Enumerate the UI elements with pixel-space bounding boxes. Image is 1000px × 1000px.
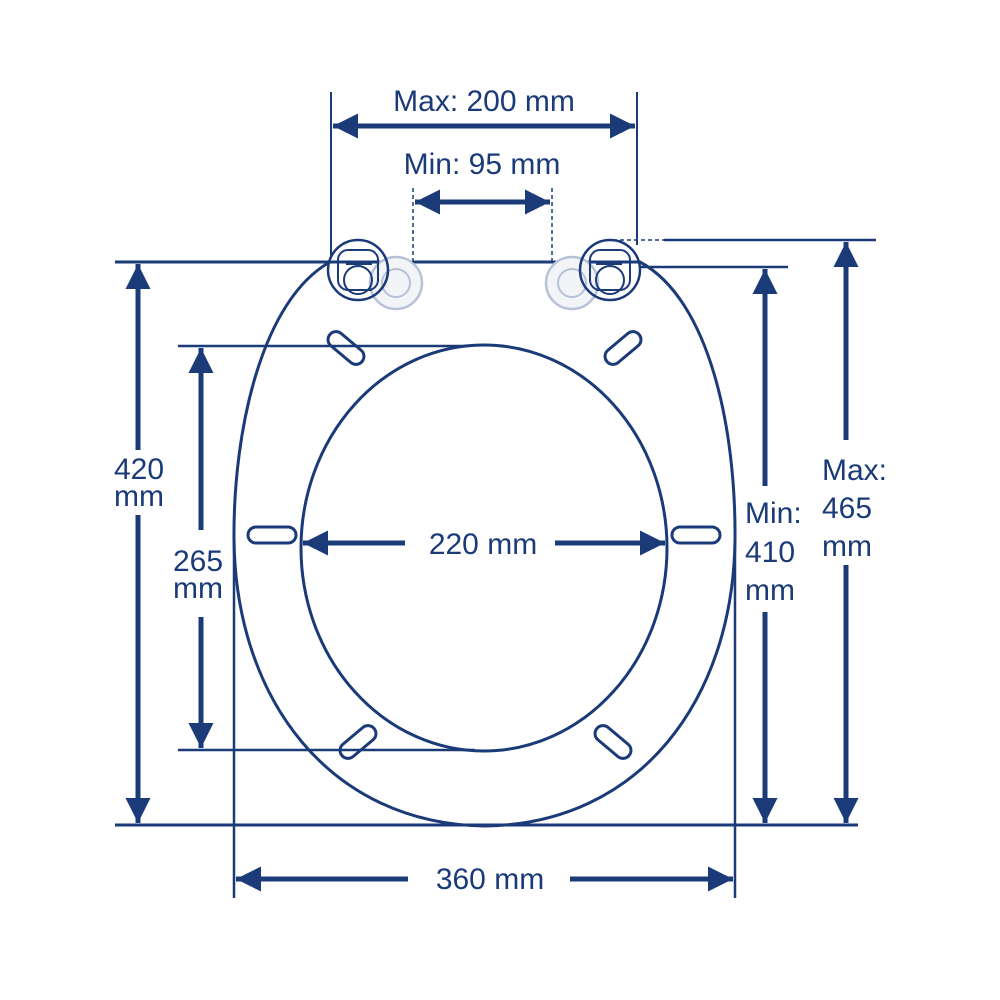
hinge-min-label: Min: 95 mm (404, 148, 561, 181)
fix-max-unit: mm (822, 530, 872, 563)
fix-max-label: Max: (822, 454, 887, 487)
hinge-right (544, 238, 642, 311)
length-outer-value: 420 (114, 453, 164, 486)
length-inner-unit: mm (173, 572, 223, 605)
hinge-icon (326, 238, 390, 302)
seat-bumper-icon (326, 330, 366, 366)
extension-lines (115, 92, 876, 898)
fix-min-label: Min: (745, 497, 802, 530)
length-outer-unit: mm (114, 480, 164, 513)
fix-min-value: 410 (745, 536, 795, 569)
width-outer-label: 360 mm (436, 863, 544, 896)
fix-min-unit: mm (745, 574, 795, 607)
seat-bumper-icon (603, 330, 643, 366)
hinge-icon (578, 238, 642, 302)
fix-max-value: 465 (822, 492, 872, 525)
length-inner-value: 265 (173, 545, 223, 578)
hinge-left (326, 238, 424, 311)
seat-bumper-icon (670, 525, 722, 545)
seat-bumpers (246, 330, 722, 760)
hinge-max-label: Max: 200 mm (393, 85, 575, 118)
seat-bumper-icon (246, 525, 298, 545)
width-inner-label: 220 mm (429, 528, 537, 561)
seat-bumper-icon (338, 724, 378, 760)
seat-inner-opening (299, 343, 669, 753)
seat-bumper-icon (593, 724, 633, 760)
